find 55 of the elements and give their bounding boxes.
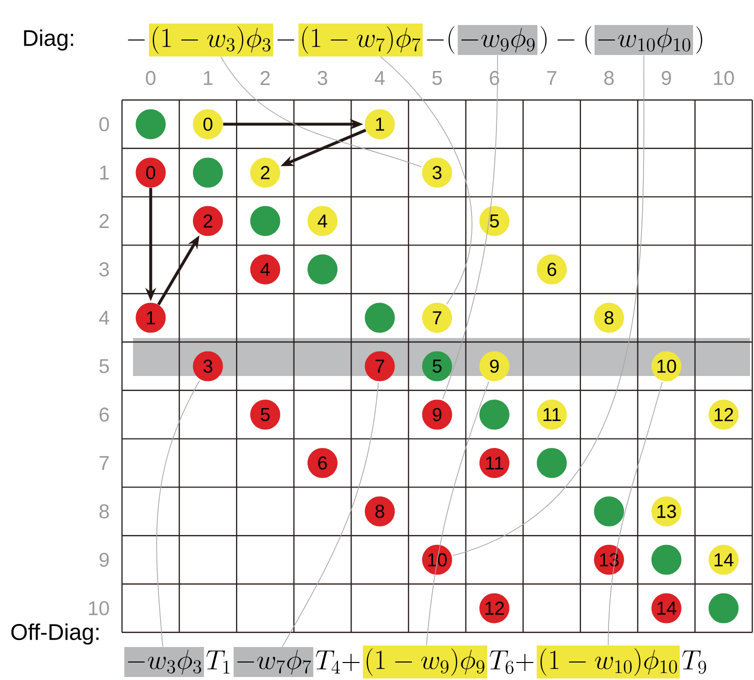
highlighted-term: $(1-w_3)\phi_3$ (148, 24, 274, 56)
leader-line (156, 380, 200, 648)
highlighted-term: $-w_{10}\phi_{10}$ (594, 25, 694, 55)
column-number: 7 (547, 71, 556, 85)
row-number: 10 (89, 601, 109, 616)
leader-line (426, 381, 490, 646)
circle-marker (594, 496, 624, 526)
formula-label: Diag: (24, 29, 74, 51)
formula-label: Off-Diag: (11, 623, 98, 645)
row-number: 2 (100, 214, 109, 228)
highlighted-term: $-w_9\phi_9$ (458, 25, 538, 55)
highlighted-term: $(1-w_9)\phi_9$ (362, 646, 488, 678)
leader-line (282, 382, 379, 648)
row-number: 7 (100, 456, 109, 470)
column-number: 2 (260, 71, 270, 85)
formula-text: $)-($ (540, 26, 592, 54)
leader-line (608, 382, 662, 646)
circle-marker (250, 206, 280, 236)
row-number: 8 (100, 504, 109, 518)
row-number: 1 (100, 166, 109, 180)
leader-line (380, 56, 472, 305)
leader-line (220, 56, 422, 168)
circle-marker (308, 254, 338, 284)
formula-text: $-$ (277, 39, 294, 41)
column-number: 9 (662, 70, 671, 86)
circle-marker (364, 302, 395, 333)
formula-text: $T_9$ (682, 650, 706, 674)
highlighted-term: $-w_3\phi_3$ (124, 647, 204, 677)
column-number: 1 (204, 71, 212, 85)
circle-marker (136, 109, 166, 140)
circle-marker (708, 593, 739, 624)
leader-line (452, 54, 644, 556)
row-number: 0 (99, 117, 109, 132)
row-number: 6 (100, 408, 109, 422)
row-number: 9 (100, 552, 109, 567)
formula-text: $T_1$ (206, 650, 230, 674)
row-number: 4 (99, 310, 110, 325)
formula-text: $T_6+$ (490, 650, 534, 674)
leader-line (442, 54, 498, 400)
column-number: 10 (714, 70, 734, 86)
highlighted-term: $-w_7\phi_7$ (234, 647, 314, 677)
highlighted-term: $(1-w_{10})\phi_{10}$ (536, 646, 680, 678)
column-number: 0 (146, 70, 156, 86)
circle-marker (536, 448, 567, 478)
column-number: 3 (318, 70, 328, 86)
highlighted-term: $(1-w_7)\phi_7$ (298, 24, 423, 56)
column-number: 4 (374, 71, 385, 85)
circle-marker (479, 400, 510, 430)
row-number: 5 (99, 359, 109, 374)
formula-text: $-($ (426, 26, 455, 54)
row-number: 3 (99, 262, 109, 276)
circle-marker (651, 544, 682, 575)
formula-text: $T_4+$ (316, 650, 360, 674)
circle-marker (192, 158, 223, 188)
column-number: 5 (432, 71, 442, 85)
